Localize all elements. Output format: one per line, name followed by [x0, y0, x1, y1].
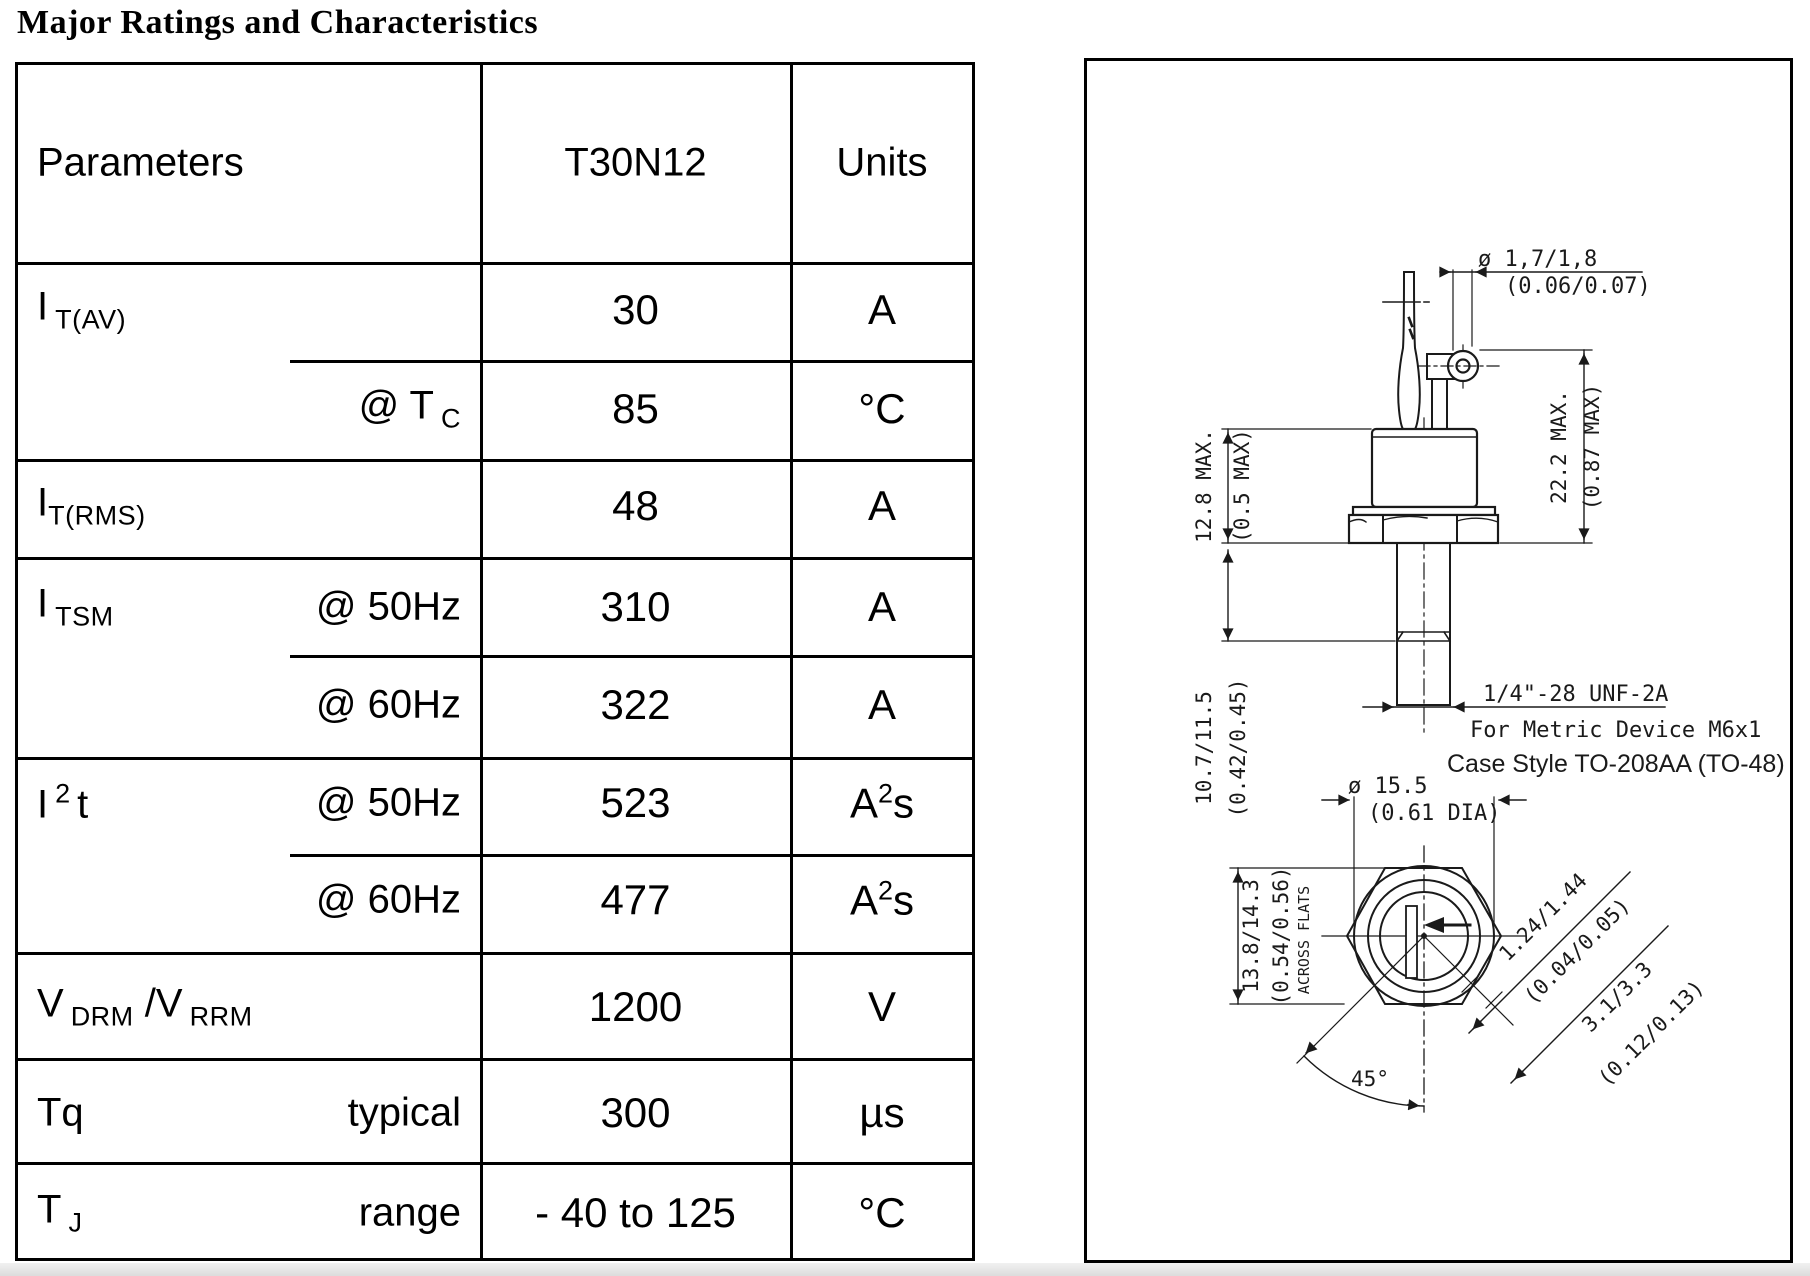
unit-cell: A2s	[849, 875, 915, 924]
unit-cell: °C	[858, 1189, 906, 1236]
dim-body-in: (0.5 MAX)	[1230, 429, 1254, 543]
table-border-right	[972, 62, 975, 1261]
table-divider-1	[480, 62, 483, 1261]
side-view	[1347, 270, 1503, 734]
row-line	[15, 1162, 975, 1165]
thread-spec-label: 1/4"-28 UNF-2A	[1483, 682, 1668, 707]
row-subline	[290, 360, 975, 363]
condition-cell: typical	[347, 1090, 461, 1135]
case-style-label: Case Style TO-208AA (TO-48)	[1447, 750, 1785, 778]
unit-cell: A	[867, 583, 896, 630]
dim-stud-mm: 10.7/11.5	[1192, 691, 1216, 805]
condition-cell: range	[358, 1190, 461, 1235]
row-line	[15, 262, 975, 265]
condition-cell: @ 60Hz	[315, 877, 461, 922]
dim-body-dia-in: (0.61 DIA)	[1368, 801, 1500, 826]
unit-cell: µs	[859, 1089, 905, 1136]
dim-lead-dia-in: (0.06/0.07)	[1505, 274, 1651, 299]
unit-cell: A	[867, 482, 896, 529]
value-cell: 85	[612, 385, 659, 432]
unit-cell: A	[867, 681, 896, 728]
metric-device-label: For Metric Device M6x1	[1470, 718, 1761, 743]
row-line	[15, 557, 975, 560]
condition-cell: @ 60Hz	[315, 682, 461, 727]
header-device: T30N12	[564, 140, 707, 185]
value-cell: - 40 to 125	[535, 1189, 736, 1236]
table-border-top	[15, 62, 975, 65]
dim-body-dia-mm: ø 15.5	[1348, 774, 1427, 799]
header-units: Units	[836, 140, 928, 185]
header-parameters: Parameters	[37, 140, 244, 185]
unit-cell: °C	[858, 385, 906, 432]
dim-flats-in: (0.54/0.56)	[1269, 866, 1293, 1005]
param-it-rms: IT(RMS)	[37, 480, 146, 531]
dim-body-mm: 12.8 MAX.	[1192, 429, 1216, 543]
condition-cell: @ 50Hz	[315, 780, 461, 825]
row-subline	[290, 854, 975, 857]
row-line	[15, 952, 975, 955]
value-cell: 48	[612, 482, 659, 529]
unit-cell: A2s	[849, 778, 915, 827]
bottom-view-dimensions	[1229, 867, 1669, 1111]
table-divider-2	[790, 62, 793, 1261]
condition-cell: @ 50Hz	[315, 584, 461, 629]
value-cell: 477	[600, 876, 671, 923]
value-cell: 322	[600, 681, 671, 728]
row-line	[15, 459, 975, 462]
across-flats-label: ACROSS FLATS	[1295, 886, 1313, 994]
unit-cell: A	[867, 286, 896, 333]
row-line	[15, 757, 975, 760]
page-title: Major Ratings and Characteristics	[17, 4, 539, 41]
dim-stud-in: (0.42/0.45)	[1226, 678, 1250, 817]
value-cell: 30	[612, 286, 659, 333]
dim-flats-mm: 13.8/14.3	[1239, 879, 1263, 993]
side-view-dimensions	[1221, 266, 1666, 937]
value-cell: 310	[600, 583, 671, 630]
package-drawing: ø 1,7/1,8 (0.06/0.07) 22.2 MAX. (0.87 MA…	[1192, 247, 1785, 1113]
dim-height-mm: 22.2 MAX.	[1547, 390, 1571, 504]
angle-label: 45°	[1351, 1067, 1389, 1091]
page-bottom-edge	[0, 1263, 1810, 1276]
value-cell: 300	[600, 1089, 671, 1136]
value-cell: 1200	[588, 983, 683, 1030]
table-border-left	[15, 62, 18, 1261]
table-border-bottom	[15, 1258, 975, 1261]
unit-cell: V	[867, 983, 896, 1030]
row-line	[15, 1058, 975, 1061]
package-drawing-frame: ø 1,7/1,8 (0.06/0.07) 22.2 MAX. (0.87 MA…	[1084, 58, 1793, 1263]
dim-height-in: (0.87 MAX)	[1580, 384, 1604, 510]
row-subline	[290, 655, 975, 658]
param-tq: Tq	[37, 1090, 84, 1135]
value-cell: 523	[600, 779, 671, 826]
dim-lead-dia-mm: ø 1,7/1,8	[1478, 247, 1597, 272]
